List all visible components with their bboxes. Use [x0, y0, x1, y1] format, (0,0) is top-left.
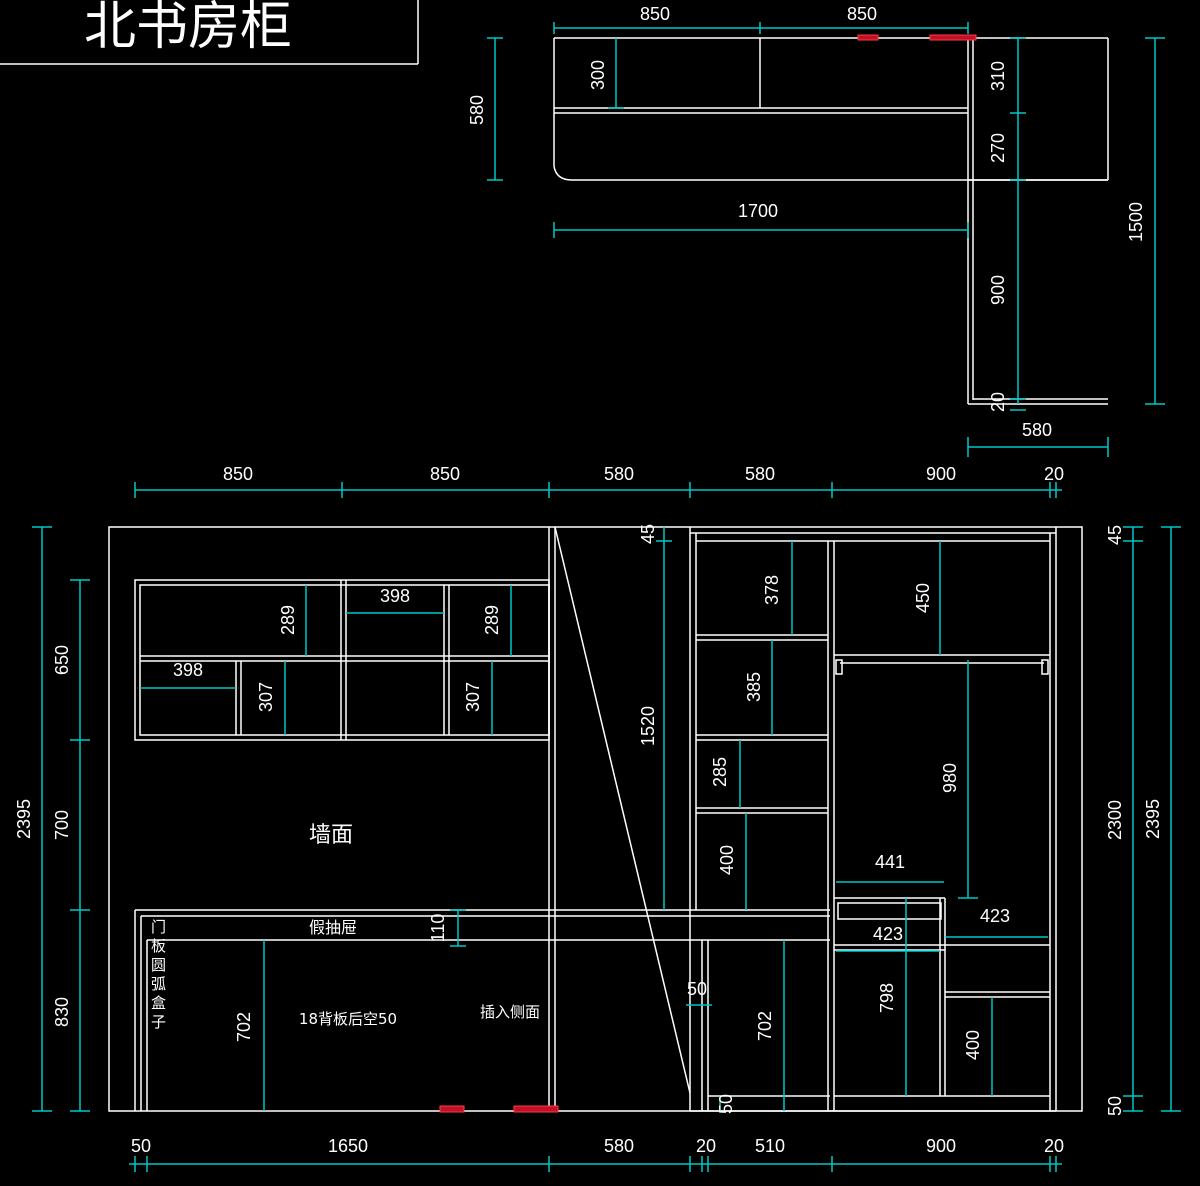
plan-top-width-2: 850	[847, 4, 877, 24]
title-block: 北书房柜	[0, 0, 419, 65]
plan-hardware	[857, 34, 977, 41]
desk-dimensions: 110 702 45 1520 50 50	[234, 524, 736, 1114]
elevation-left-dimensions: 2395 650 700 830	[14, 526, 90, 1112]
fake-drawer-label: 假抽屉	[309, 918, 357, 937]
elev-left-outer: 2395	[14, 799, 34, 839]
plan-total-length: 1700	[738, 201, 778, 221]
elev-bottom-w1: 50	[131, 1136, 151, 1156]
drawing-title: 北书房柜	[84, 0, 292, 57]
mid-cabinet-h4: 400	[717, 845, 737, 875]
back-panel-label: 18背板后空50	[299, 1010, 397, 1028]
mid-cabinet-h2: 385	[744, 672, 764, 702]
plan-right-h3: 900	[988, 275, 1008, 305]
elev-bottom-w7: 20	[1044, 1136, 1064, 1156]
wardrobe-height-798: 798	[877, 983, 897, 1013]
elevation-labels: 墙面 假抽屉 18背板后空50 插入侧面 门板圆弧盒子	[149, 823, 540, 1033]
mid-cabinet-h3: 285	[710, 757, 730, 787]
shelf-height-2: 289	[482, 605, 502, 635]
wardrobe-top-height: 450	[913, 583, 933, 613]
elevation-hardware	[439, 1105, 559, 1113]
diagonal-panel-height: 1520	[638, 706, 658, 746]
elevation-top-dimensions: 850 850 580 580 900 20	[134, 464, 1064, 498]
shelf-width-2: 398	[380, 586, 410, 606]
upper-shelf-dimensions: 398 398 289 289 307 307	[140, 585, 512, 735]
mid-cabinet-h5: 702	[755, 1011, 775, 1041]
wardrobe-width-423a: 423	[873, 924, 903, 944]
wardrobe-width-441: 441	[875, 852, 905, 872]
plan-left-height: 580	[467, 95, 487, 125]
wardrobe-height-400: 400	[963, 1030, 983, 1060]
bottom-50: 50	[716, 1094, 736, 1114]
elev-right-outer: 2395	[1143, 799, 1163, 839]
elev-left-inner-2: 700	[52, 810, 72, 840]
door-arc-label: 门板圆弧盒子	[149, 919, 167, 1033]
plan-top-width-1: 850	[640, 4, 670, 24]
shelf-height-1: 289	[278, 605, 298, 635]
mid-cabinet-h1: 378	[762, 575, 782, 605]
elev-bottom-w6: 900	[926, 1136, 956, 1156]
plan-outline	[553, 37, 1109, 405]
elev-top-w4: 580	[745, 464, 775, 484]
upper-shelf-unit	[134, 579, 550, 741]
elev-right-inner-2: 2300	[1105, 800, 1125, 840]
elev-top-w6: 20	[1044, 464, 1064, 484]
elev-right-inner-1: 45	[1105, 525, 1125, 545]
elev-left-inner-1: 650	[52, 645, 72, 675]
middle-cabinet	[696, 541, 835, 1111]
elev-left-inner-3: 830	[52, 997, 72, 1027]
plan-dimensions: 850 850 580 300 310 270 900 20 1700	[467, 4, 1165, 457]
right-wardrobe	[834, 654, 1050, 1097]
front-elevation: 850 850 580 580 900 20 50 1650 580 20 51…	[14, 464, 1181, 1172]
elev-right-inner-3: 50	[1105, 1096, 1125, 1116]
middle-cabinet-dimensions: 378 385 285 400 702	[710, 541, 793, 1111]
shelf-height-4: 307	[463, 682, 483, 712]
plan-view: 850 850 580 300 310 270 900 20 1700	[467, 4, 1165, 457]
plan-shelf-height: 300	[588, 60, 608, 90]
elevation-right-dimensions: 45 2300 50 2395	[1105, 525, 1181, 1116]
desk-height: 110	[428, 914, 448, 943]
desk-unit	[134, 909, 830, 1111]
top-gap: 45	[638, 524, 658, 544]
shelf-width-1: 398	[173, 660, 203, 680]
elev-bottom-w3: 580	[604, 1136, 634, 1156]
desk-leg-height: 702	[234, 1012, 254, 1042]
elev-top-w1: 850	[223, 464, 253, 484]
elevation-outline	[108, 526, 1083, 1112]
wall-label: 墙面	[309, 823, 353, 848]
plan-overall-height: 1500	[1126, 202, 1146, 242]
insert-side-label: 插入侧面	[480, 1003, 540, 1021]
plan-right-h4: 20	[988, 392, 1008, 412]
plan-right-h2: 270	[988, 133, 1008, 163]
gap-50: 50	[687, 979, 707, 999]
wardrobe-width-423b: 423	[980, 906, 1010, 926]
elev-bottom-w5: 510	[755, 1136, 785, 1156]
elev-bottom-w4: 20	[696, 1136, 716, 1156]
elev-bottom-w2: 1650	[328, 1136, 368, 1156]
right-wardrobe-dimensions: 450 980 441 423 423 798 400	[836, 541, 1048, 1096]
elev-top-w5: 900	[926, 464, 956, 484]
elev-top-w3: 580	[604, 464, 634, 484]
elev-top-w2: 850	[430, 464, 460, 484]
elevation-bottom-dimensions: 50 1650 580 20 510 900 20	[129, 1136, 1064, 1172]
plan-bottom-width: 580	[1022, 420, 1052, 440]
shelf-height-3: 307	[256, 682, 276, 712]
wardrobe-hang-height: 980	[940, 763, 960, 793]
plan-right-h1: 310	[988, 61, 1008, 91]
